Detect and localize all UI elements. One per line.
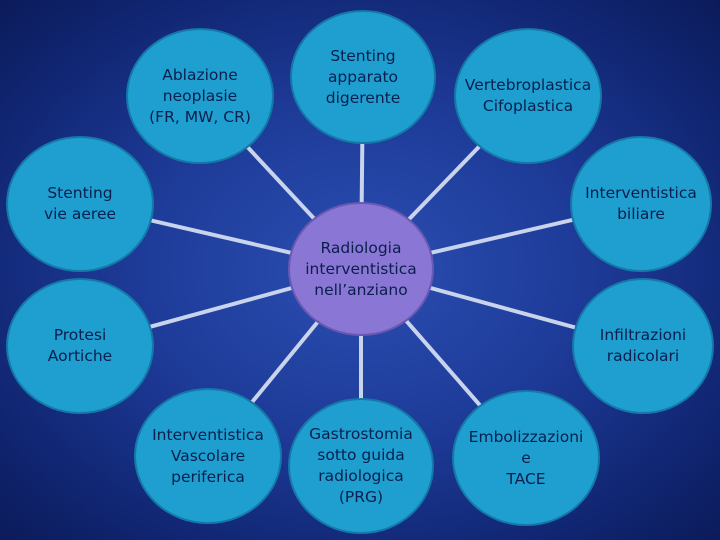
node-vertebroplastica: Vertebroplastica Cifoplastica: [454, 28, 602, 164]
center-node: Radiologia interventistica nell’anziano: [288, 202, 434, 336]
node-stenting-vie-aeree: Stenting vie aeree: [6, 136, 154, 272]
node-protesi-aortiche: Protesi Aortiche: [6, 278, 154, 414]
node-infiltrazioni: Infiltrazioni radicolari: [572, 278, 714, 414]
node-ablazione-label: Ablazione neoplasie (FR, MW, CR): [149, 65, 251, 126]
node-embolizzazioni: Embolizzazioni e TACE: [452, 390, 600, 526]
node-ablazione: Ablazione neoplasie (FR, MW, CR): [126, 28, 274, 164]
center-node-label: Radiologia interventistica nell’anziano: [305, 238, 417, 299]
node-gastrostomia-label: Gastrostomia sotto guida radiologica (PR…: [309, 425, 413, 506]
node-infiltrazioni-label: Infiltrazioni radicolari: [599, 326, 687, 365]
node-interventistica-biliare-label: Interventistica biliare: [585, 184, 697, 223]
node-interventistica-biliare: Interventistica biliare: [570, 136, 712, 272]
node-stenting-digerente: Stenting apparato digerente: [290, 10, 436, 144]
node-gastrostomia: Gastrostomia sotto guida radiologica (PR…: [288, 398, 434, 534]
node-interventistica-vascolare-label: Interventistica Vascolare periferica: [152, 425, 264, 486]
node-embolizzazioni-label: Embolizzazioni e TACE: [468, 427, 584, 488]
node-stenting-vie-aeree-label: Stenting vie aeree: [43, 184, 117, 223]
node-vertebroplastica-label: Vertebroplastica Cifoplastica: [464, 76, 592, 115]
node-protesi-aortiche-label: Protesi Aortiche: [47, 326, 113, 365]
node-stenting-digerente-label: Stenting apparato digerente: [325, 46, 401, 107]
node-interventistica-vascolare: Interventistica Vascolare periferica: [134, 388, 282, 524]
